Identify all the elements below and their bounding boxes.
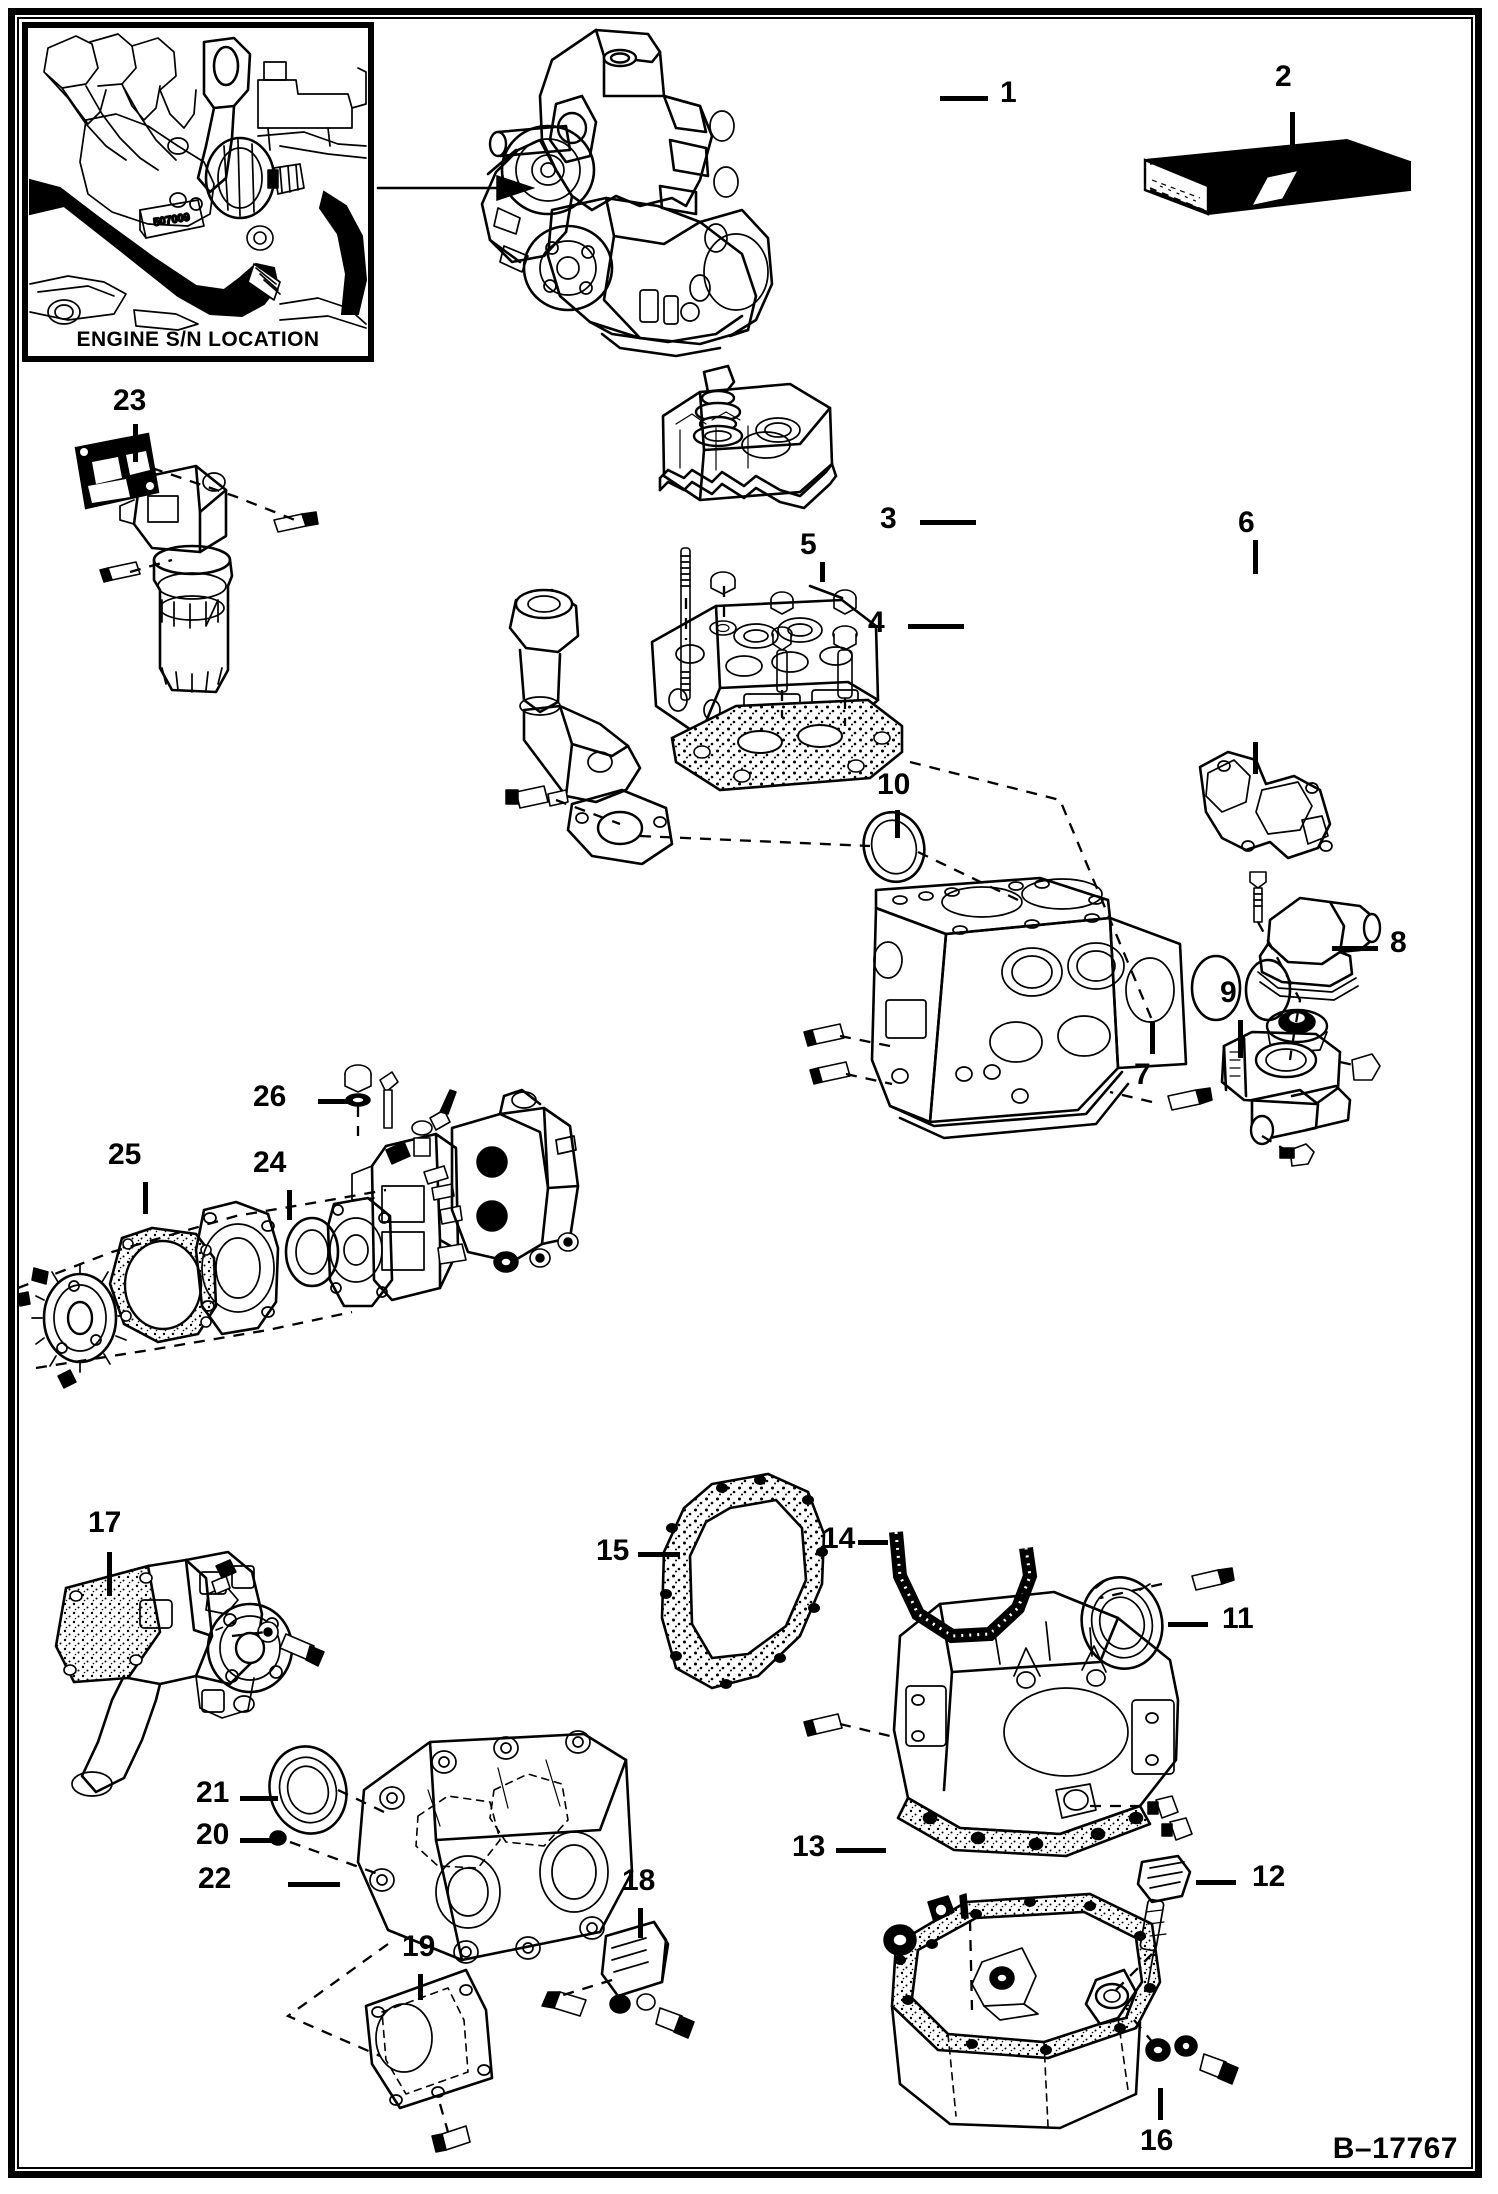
- inset-artwork: 507009: [29, 33, 368, 331]
- callout-7: 7: [1134, 1058, 1151, 1091]
- leader-line-6b: [1253, 540, 1258, 574]
- callout-6: 6: [1238, 506, 1255, 539]
- leader-line-7: [1150, 1022, 1155, 1054]
- leader-line-26: [318, 1099, 348, 1104]
- leader-line-3: [920, 520, 976, 525]
- callout-1: 1: [1000, 76, 1017, 109]
- leader-line-21: [240, 1796, 278, 1801]
- leader-line-9: [1238, 1020, 1243, 1058]
- callout-22: 22: [198, 1862, 232, 1895]
- leader-line-25: [143, 1182, 148, 1214]
- callout-16: 16: [1140, 2124, 1174, 2157]
- leader-line-2: [1290, 112, 1295, 158]
- callout-23: 23: [113, 384, 147, 417]
- callout-12: 12: [1252, 1860, 1286, 1893]
- leader-line-24: [287, 1190, 292, 1220]
- leader-line-15: [638, 1552, 680, 1557]
- callout-10: 10: [877, 768, 911, 801]
- callout-18: 18: [622, 1864, 656, 1897]
- callout-14: 14: [822, 1522, 856, 1555]
- leader-line-22: [288, 1882, 340, 1887]
- leader-line-16: [1158, 2088, 1163, 2120]
- figure-reference-number: B–17767: [1332, 2132, 1458, 2165]
- leader-line-5: [820, 562, 825, 582]
- leader-line-13: [836, 1848, 886, 1853]
- callout-5: 5: [800, 528, 817, 561]
- leader-line-17: [107, 1552, 112, 1596]
- callout-8: 8: [1390, 926, 1407, 959]
- leader-line-4: [908, 624, 964, 629]
- page-border-inner: [17, 17, 1473, 2169]
- callout-11: 11: [1222, 1602, 1254, 1635]
- callout-17: 17: [88, 1506, 122, 1539]
- leader-line-12: [1196, 1880, 1236, 1885]
- callout-13: 13: [792, 1830, 826, 1863]
- callout-9: 9: [1220, 976, 1237, 1009]
- callout-2: 2: [1275, 60, 1292, 93]
- leader-line-20: [240, 1838, 272, 1843]
- engine-sn-location-inset: 507009: [22, 22, 374, 362]
- leader-line-10: [895, 810, 900, 838]
- leader-line-11: [1168, 1622, 1208, 1627]
- inset-caption: ENGINE S/N LOCATION: [76, 328, 320, 351]
- callout-3: 3: [880, 502, 897, 535]
- callout-15: 15: [596, 1534, 630, 1567]
- callout-19: 19: [402, 1930, 436, 1963]
- leader-line-19: [418, 1974, 423, 2000]
- callout-24: 24: [253, 1146, 287, 1179]
- callout-25: 25: [108, 1138, 142, 1171]
- leader-line-18: [638, 1908, 643, 1938]
- page-border-outer: [8, 8, 1482, 2178]
- leader-line-8: [1332, 946, 1378, 951]
- callout-21: 21: [196, 1776, 230, 1809]
- leader-line-1: [940, 96, 988, 101]
- callout-20: 20: [196, 1818, 230, 1851]
- callout-4: 4: [868, 606, 885, 639]
- leader-line-23: [133, 424, 138, 462]
- leader-line-6: [1253, 742, 1258, 774]
- leader-line-14: [858, 1540, 888, 1545]
- callout-26: 26: [253, 1080, 287, 1113]
